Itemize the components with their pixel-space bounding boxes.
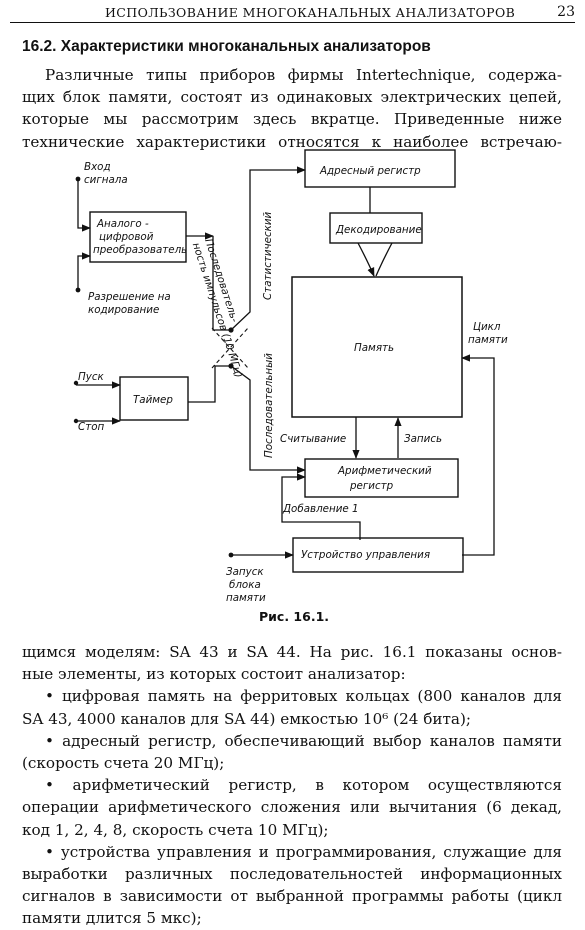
- wire-cross-b: [211, 327, 249, 369]
- wire-decode-memory-b: [375, 242, 393, 277]
- figure-caption: Рис. 16.1.: [259, 609, 329, 624]
- wire-sequential: [230, 365, 306, 474]
- header-rule: [10, 22, 575, 23]
- svg-text:преобразователь: преобразователь: [93, 244, 187, 256]
- wire-add-one: [281, 473, 361, 540]
- svg-text:Запуск: Запуск: [226, 566, 264, 578]
- read-label: Считывание: [280, 433, 346, 445]
- pulse-sequence-label: Последователь- ность импульсов (10 МГц): [190, 237, 257, 379]
- svg-text:Аналого -: Аналого -: [96, 218, 149, 230]
- wire-cross-a: [211, 327, 249, 369]
- intro-paragraph: Различные типы приборов фирмы Intertechn…: [22, 64, 562, 152]
- statistical-label: Статистический: [262, 211, 274, 300]
- characteristics-list: • цифровая память на ферритовых кольцах …: [22, 685, 562, 929]
- list-item: • арифметический регистр, в котором осущ…: [22, 776, 562, 839]
- wire-adc-switch: [212, 236, 231, 331]
- svg-text:блока: блока: [229, 579, 261, 591]
- enable-terminal: [75, 287, 81, 293]
- sequential-label: Последовательный: [263, 353, 275, 458]
- address-register-block: [304, 149, 456, 188]
- list-item: • адресный регистр, обеспечивающий выбор…: [22, 731, 562, 773]
- intro-line: Различные типы приборов фирмы Intertechn…: [45, 66, 562, 84]
- stop-label: Стоп: [78, 421, 104, 433]
- memory-block: [291, 276, 463, 418]
- decoding-label: Декодирование: [335, 224, 422, 236]
- adc-block: [89, 211, 187, 263]
- wire-decode-memory-a: [357, 242, 375, 277]
- memory-cycle-label: Цикл памяти: [468, 321, 508, 346]
- arithmetic-register-label: Арифметический регистр: [337, 465, 432, 492]
- timer-block: [119, 376, 189, 421]
- svg-text:сигнала: сигнала: [84, 174, 128, 186]
- list-item: • цифровая память на ферритовых кольцах …: [22, 687, 562, 728]
- running-header: ИСПОЛЬЗОВАНИЕ МНОГОКАНАЛЬНЫХ АНАЛИЗАТОРО…: [10, 4, 575, 22]
- svg-text:цифровой: цифровой: [99, 231, 154, 243]
- write-label: Запись: [404, 433, 442, 445]
- wire-statistical: [230, 166, 306, 331]
- add-one-label: Добавление 1: [282, 503, 359, 515]
- svg-text:регистр: регистр: [349, 480, 394, 492]
- svg-text:Вход: Вход: [84, 161, 111, 173]
- continuation-line: щимся моделям: SA 43 и SA 44. На рис. 16…: [22, 643, 562, 661]
- svg-text:Цикл: Цикл: [473, 321, 501, 333]
- enable-label: Разрешение на кодирование: [88, 291, 171, 316]
- address-register-label: Адресный регистр: [319, 165, 421, 177]
- control-unit-label: Устройство управления: [301, 549, 430, 561]
- list-item: • устройства управления и программирован…: [22, 842, 562, 928]
- intro-line: технические характеристики относятся к н…: [22, 132, 562, 151]
- start-terminal: [73, 380, 79, 386]
- page-number: 23: [557, 4, 575, 20]
- wire-input: [77, 179, 91, 232]
- wire-memory-cycle: [461, 354, 495, 556]
- svg-text:кодирование: кодирование: [88, 304, 159, 316]
- svg-text:Арифметический: Арифметический: [337, 465, 432, 477]
- section-heading: 16.2. Характеристики многоканальных анал…: [22, 38, 431, 55]
- wire-enable: [77, 252, 91, 290]
- svg-text:Разрешение на: Разрешение на: [88, 291, 171, 303]
- wire-timer-out: [188, 365, 231, 403]
- svg-text:памяти: памяти: [468, 334, 508, 346]
- decoding-block: [329, 212, 423, 244]
- adc-label: Аналого - цифровой преобразователь: [93, 218, 187, 256]
- input-signal-label: Вход сигнала: [84, 161, 128, 186]
- svg-text:памяти: памяти: [226, 592, 266, 604]
- intro-line: которые мы рассмотрим здесь вкратце. При…: [22, 110, 562, 129]
- continuation-paragraph: щимся моделям: SA 43 и SA 44. На рис. 16…: [22, 641, 562, 930]
- memory-label: Память: [354, 342, 394, 354]
- start-label: Пуск: [78, 371, 104, 383]
- memory-start-label: Запуск блока памяти: [226, 566, 266, 604]
- intro-line: щих блок памяти, состоят из одинаковых э…: [22, 88, 562, 107]
- timer-label: Таймер: [133, 394, 173, 406]
- block-diagram: Вход сигнала Аналого - цифровой преобраз…: [73, 149, 508, 624]
- running-title: ИСПОЛЬЗОВАНИЕ МНОГОКАНАЛЬНЫХ АНАЛИЗАТОРО…: [105, 5, 516, 20]
- continuation-line: ные элементы, из которых состоит анализа…: [22, 665, 406, 684]
